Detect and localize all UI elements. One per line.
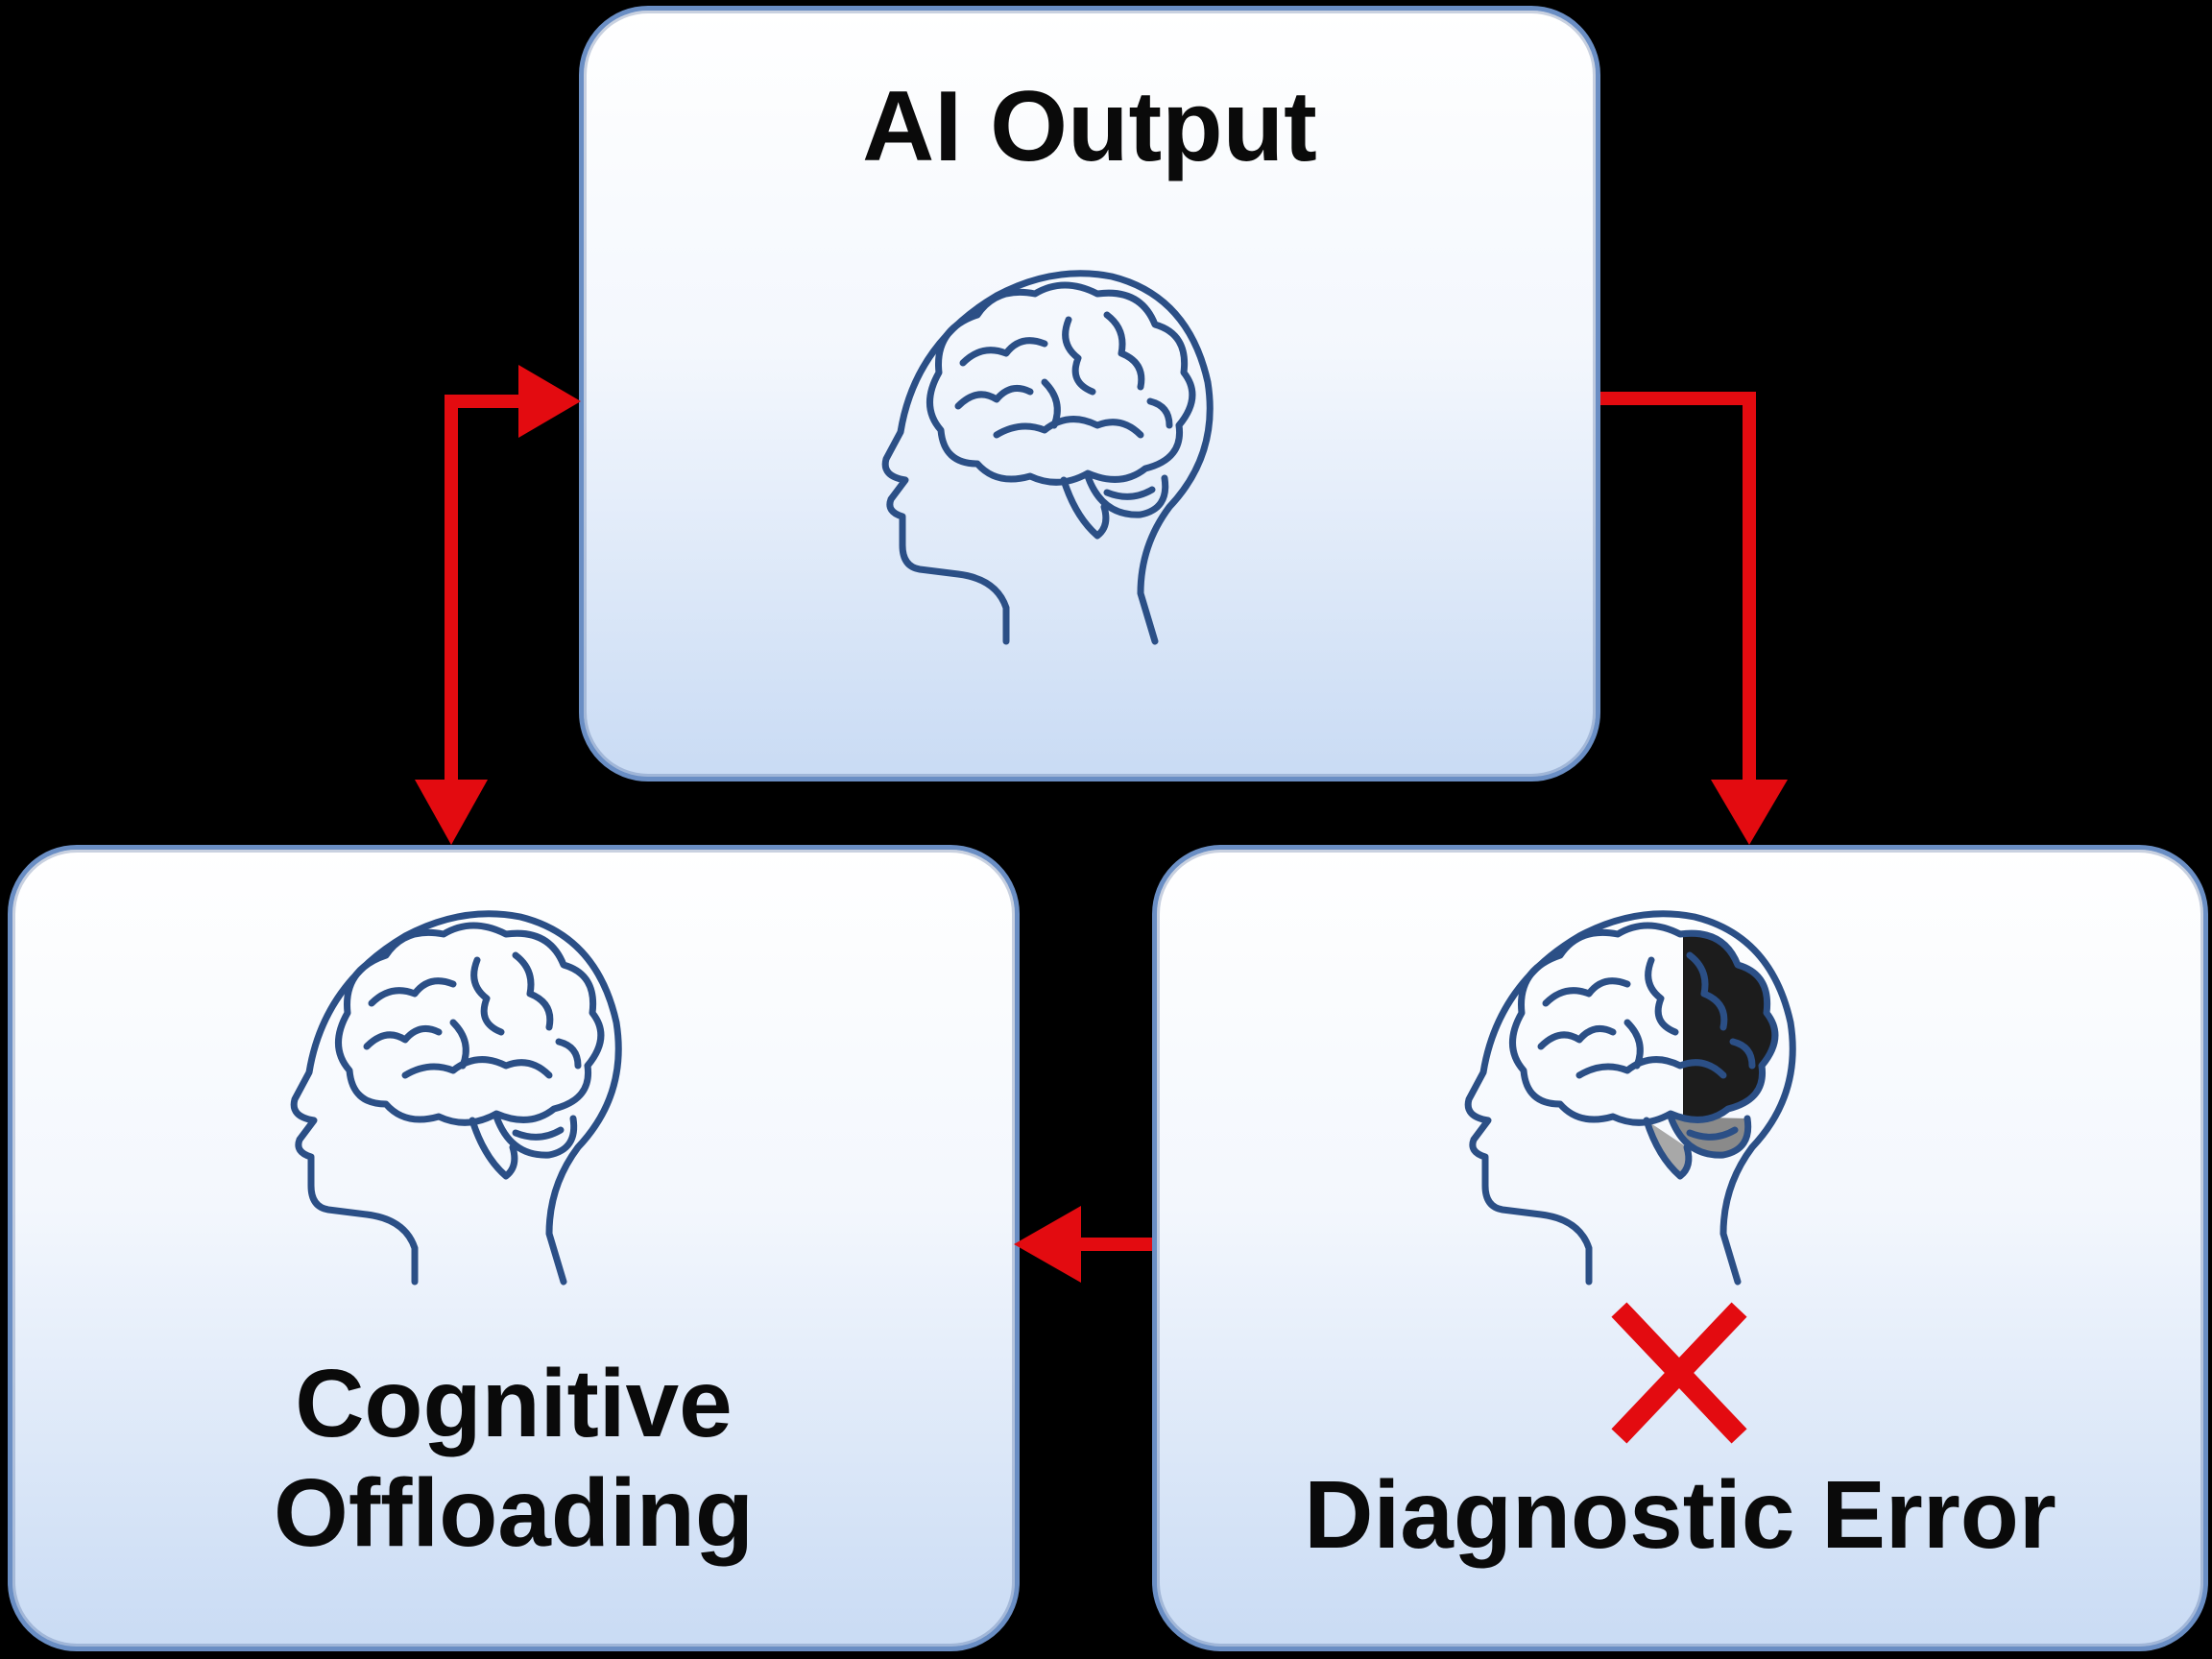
diagnostic-error-card	[1152, 845, 2208, 1651]
head-brain-icon	[885, 274, 1210, 641]
head-brain-darkened-icon	[1468, 914, 1792, 1282]
ai-output-label-line: AI Output	[862, 71, 1317, 182]
ai-output-label: AI Output	[579, 69, 1600, 184]
arrow-left-to-top	[415, 365, 581, 845]
red-x-icon	[1611, 1302, 1747, 1444]
cognitive-offloading-card	[8, 845, 1020, 1651]
cognitive-offloading-label: Cognitive Offloading	[8, 1349, 1020, 1568]
arrow-top-to-right	[1600, 392, 1788, 845]
diagnostic-error-label: Diagnostic Error	[1152, 1457, 2208, 1573]
arrow-right-to-left	[1014, 1206, 1152, 1283]
cognitive-offloading-label-line-2: Offloading	[274, 1459, 754, 1567]
cognitive-offloading-label-line-1: Cognitive	[295, 1350, 733, 1457]
head-brain-icon	[294, 914, 618, 1282]
diagnostic-error-label-line: Diagnostic Error	[1304, 1461, 2056, 1569]
